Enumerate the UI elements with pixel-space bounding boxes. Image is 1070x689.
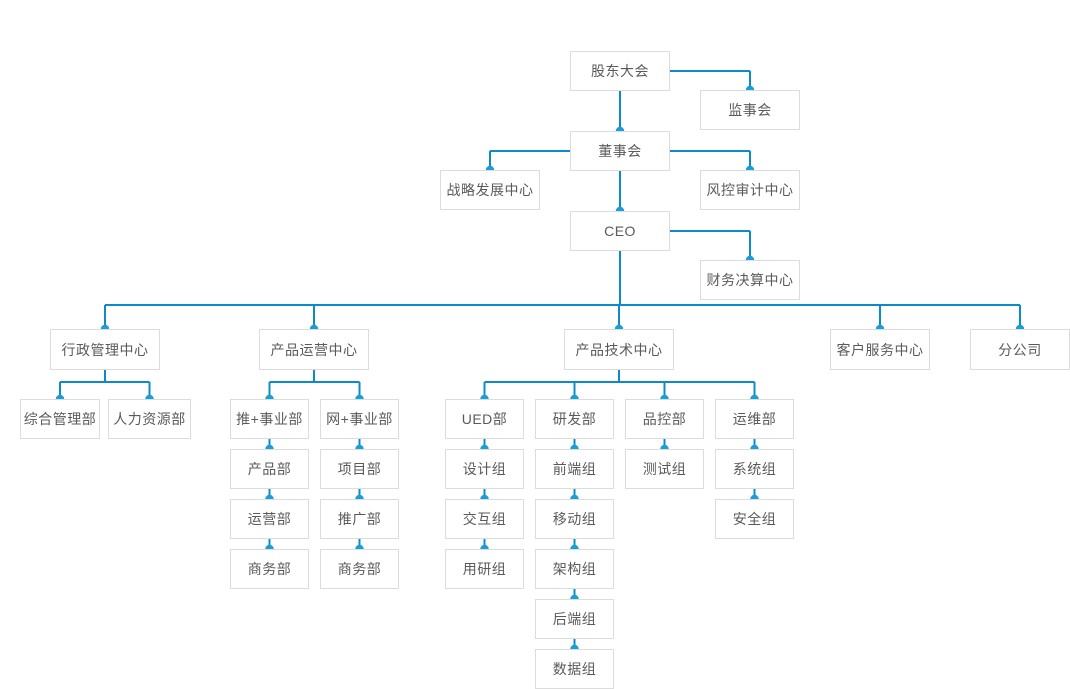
org-node-label: 架构组 xyxy=(552,561,597,577)
org-node-riskaudit[interactable]: 风控审计中心 xyxy=(700,170,800,210)
org-node-label: 推+事业部 xyxy=(236,411,303,427)
org-node-label: 数据组 xyxy=(552,661,597,677)
org-node-label: 客户服务中心 xyxy=(836,341,924,358)
org-node-label: 财务决算中心 xyxy=(706,272,794,288)
org-node-label: 商务部 xyxy=(337,561,382,577)
org-node-wang_bu[interactable]: 网+事业部 xyxy=(320,399,399,439)
org-node-admin[interactable]: 行政管理中心 xyxy=(50,329,160,370)
org-node-arch_team[interactable]: 架构组 xyxy=(535,549,614,589)
org-node-label: 交互组 xyxy=(462,511,507,527)
org-node-strategy[interactable]: 战略发展中心 xyxy=(440,170,540,210)
org-node-hr[interactable]: 人力资源部 xyxy=(108,399,191,439)
org-node-design_team[interactable]: 设计组 xyxy=(445,449,524,489)
org-node-customer[interactable]: 客户服务中心 xyxy=(830,329,930,370)
org-node-qc[interactable]: 品控部 xyxy=(625,399,704,439)
org-node-tui_bu[interactable]: 推+事业部 xyxy=(230,399,309,439)
org-node-supervisors[interactable]: 监事会 xyxy=(700,90,800,130)
org-node-label: 行政管理中心 xyxy=(61,341,149,358)
org-node-label: 产品部 xyxy=(247,461,292,477)
org-node-label: CEO xyxy=(604,223,636,239)
org-node-finance[interactable]: 财务决算中心 xyxy=(700,260,800,300)
org-node-security_team[interactable]: 安全组 xyxy=(715,499,794,539)
org-node-label: 推广部 xyxy=(337,511,382,527)
org-node-label: 监事会 xyxy=(728,102,772,118)
org-node-shareholders[interactable]: 股东大会 xyxy=(570,51,670,91)
org-node-frontend_team[interactable]: 前端组 xyxy=(535,449,614,489)
org-node-branch[interactable]: 分公司 xyxy=(970,329,1070,370)
org-node-biz_dept_2[interactable]: 商务部 xyxy=(320,549,399,589)
org-node-biz_dept_1[interactable]: 商务部 xyxy=(230,549,309,589)
org-node-test_team[interactable]: 测试组 xyxy=(625,449,704,489)
org-node-label: 风控审计中心 xyxy=(706,182,794,198)
org-node-label: 安全组 xyxy=(732,511,777,527)
org-node-label: 运维部 xyxy=(732,411,777,427)
org-node-board[interactable]: 董事会 xyxy=(570,131,670,171)
org-node-label: 战略发展中心 xyxy=(446,182,534,198)
org-node-prodtech[interactable]: 产品技术中心 xyxy=(564,329,674,370)
org-node-data_team[interactable]: 数据组 xyxy=(535,649,614,689)
org-node-label: 前端组 xyxy=(552,461,597,477)
org-node-label: 用研组 xyxy=(462,561,507,577)
org-node-label: 产品技术中心 xyxy=(575,341,663,358)
org-node-ops_dept[interactable]: 运营部 xyxy=(230,499,309,539)
org-node-product_dept[interactable]: 产品部 xyxy=(230,449,309,489)
org-node-ued[interactable]: UED部 xyxy=(445,399,524,439)
org-node-ceo[interactable]: CEO xyxy=(570,211,670,251)
org-node-prodops[interactable]: 产品运营中心 xyxy=(259,329,369,370)
org-node-label: 分公司 xyxy=(998,341,1042,358)
org-node-label: 商务部 xyxy=(247,561,292,577)
org-node-label: 测试组 xyxy=(642,461,687,477)
org-node-general_mgmt[interactable]: 综合管理部 xyxy=(20,399,100,439)
org-node-label: UED部 xyxy=(461,411,508,427)
org-node-label: 后端组 xyxy=(552,611,597,627)
org-node-research_team[interactable]: 用研组 xyxy=(445,549,524,589)
org-node-label: 运营部 xyxy=(247,511,292,527)
org-node-rnd[interactable]: 研发部 xyxy=(535,399,614,439)
org-node-label: 综合管理部 xyxy=(23,411,97,427)
org-node-label: 项目部 xyxy=(337,461,382,477)
org-node-devops[interactable]: 运维部 xyxy=(715,399,794,439)
org-node-project_dept[interactable]: 项目部 xyxy=(320,449,399,489)
org-node-system_team[interactable]: 系统组 xyxy=(715,449,794,489)
org-node-label: 研发部 xyxy=(552,411,597,427)
org-node-promo_dept[interactable]: 推广部 xyxy=(320,499,399,539)
org-node-backend_team[interactable]: 后端组 xyxy=(535,599,614,639)
org-node-mobile_team[interactable]: 移动组 xyxy=(535,499,614,539)
org-node-label: 股东大会 xyxy=(591,63,649,79)
org-node-label: 产品运营中心 xyxy=(270,341,358,358)
org-node-label: 网+事业部 xyxy=(326,411,393,427)
org-node-label: 人力资源部 xyxy=(113,411,186,427)
org-node-label: 董事会 xyxy=(598,143,642,159)
org-node-interact_team[interactable]: 交互组 xyxy=(445,499,524,539)
org-node-label: 系统组 xyxy=(732,461,777,477)
org-node-label: 移动组 xyxy=(552,511,597,527)
org-node-label: 设计组 xyxy=(462,461,507,477)
org-node-label: 品控部 xyxy=(642,411,687,427)
